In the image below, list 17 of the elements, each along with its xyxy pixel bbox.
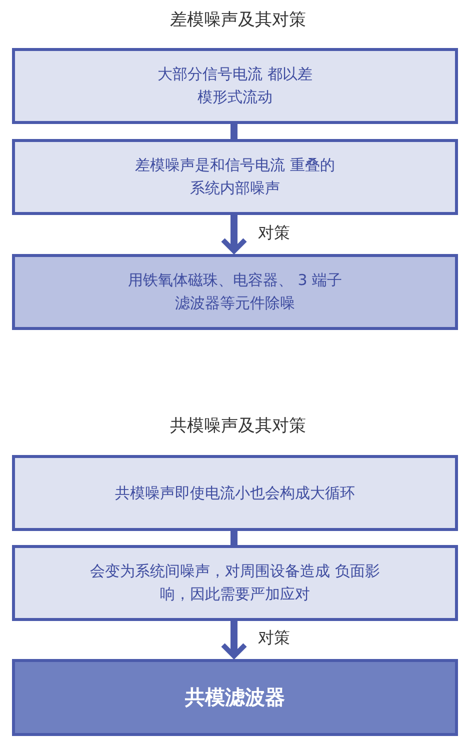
process-box xyxy=(12,545,458,621)
arrow xyxy=(220,621,248,658)
box-text: 差模噪声是和信号电流 重叠的系统内部噪声 xyxy=(135,155,335,199)
edge-label: 对策 xyxy=(258,222,290,244)
box-text: 共模滤波器 xyxy=(184,686,286,709)
process-box xyxy=(12,48,458,124)
arrow xyxy=(220,215,248,254)
box-text: 共模噪声即使电流小也会构成大循环 xyxy=(114,482,356,504)
box-text: 用铁氧体磁珠、电容器、 3 端子滤波器等元件除噪 xyxy=(126,270,344,314)
process-box xyxy=(12,254,458,330)
section-heading: 共模噪声及其对策 xyxy=(169,415,307,437)
process-box xyxy=(12,659,458,736)
process-box xyxy=(12,139,458,215)
process-box xyxy=(12,455,458,531)
section-heading: 差模噪声及其对策 xyxy=(169,9,307,31)
box-text: 会变为系统间噪声，对周围设备造成 负面影响，因此需要严加应对 xyxy=(89,561,381,605)
box-text: 大部分信号电流 都以差模形式流动 xyxy=(156,64,314,108)
